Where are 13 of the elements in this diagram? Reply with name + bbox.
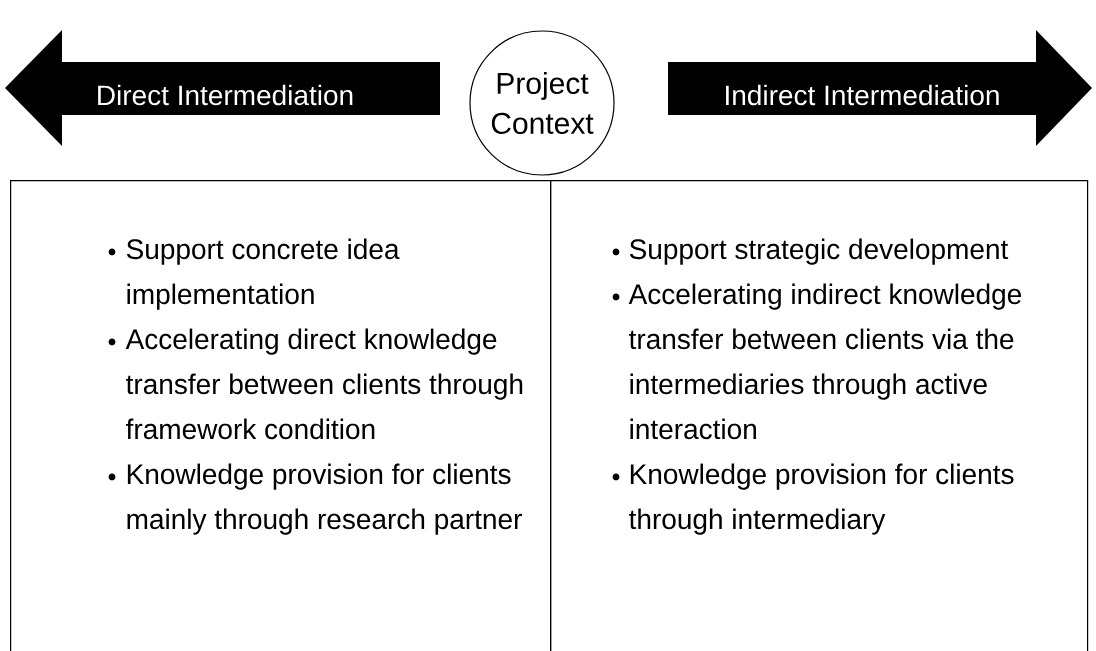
table-cell (550, 180, 1089, 651)
bullet-item: Support strategic development (612, 238, 1009, 265)
bullet-item: Accelerating indirect knowledge transfer between clients via the intermediaries through active interaction (612, 283, 1022, 440)
bullet-item: Knowledge provision for clients through intermediary (612, 463, 1014, 535)
bullet-item: Accelerating direct knowledge transfer between clients through framework condition (108, 328, 523, 440)
circle-node: Project Context (469, 30, 615, 176)
arrow-label: Direct Intermediation (98, 84, 353, 106)
bullet-item: Support concrete idea implementation (108, 238, 400, 310)
arrow-banner (5, 30, 440, 146)
bullet-item: Knowledge provision for clients mainly through research partner (108, 463, 522, 535)
arrow-banner (668, 30, 1092, 146)
table-cell (10, 180, 552, 651)
arrow-label: Indirect Intermediation (726, 84, 999, 106)
